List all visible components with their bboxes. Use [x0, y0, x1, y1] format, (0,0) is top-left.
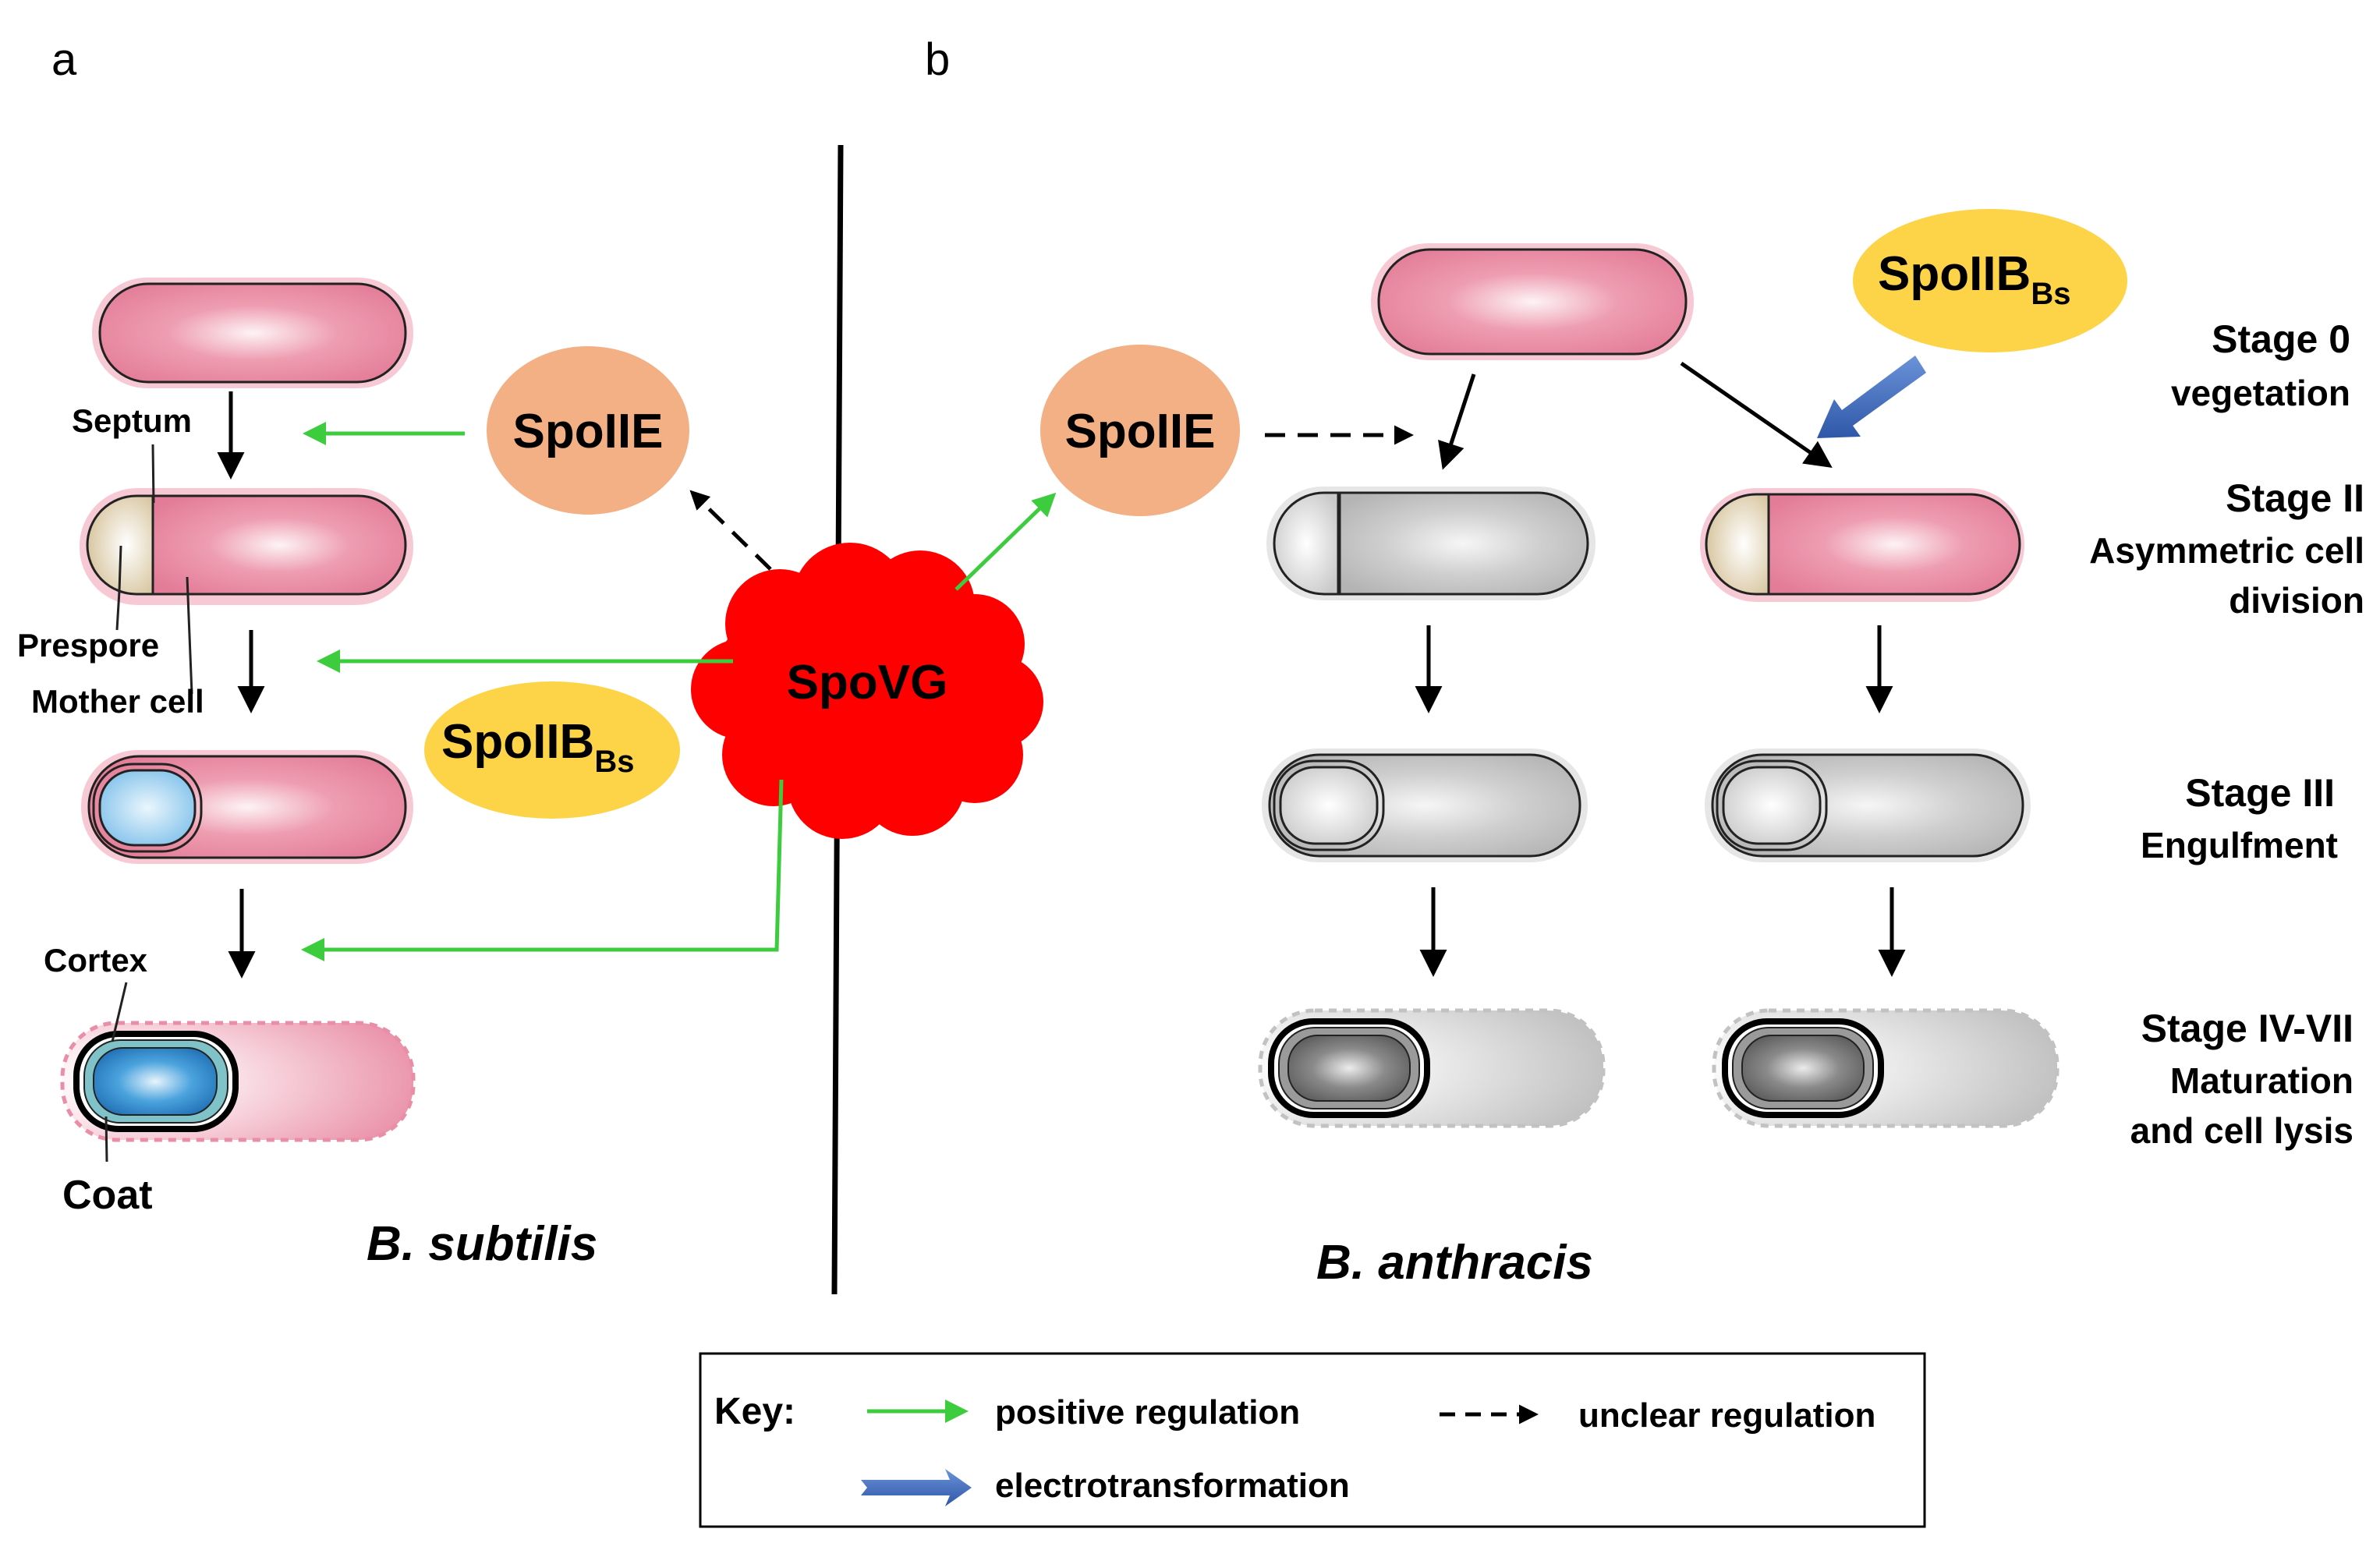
cell-a-asymmetric — [80, 488, 413, 605]
cell-b-vegetative — [1371, 243, 1694, 360]
svg-text:SpoIIBBs: SpoIIBBs — [1878, 247, 2070, 311]
stage-name: Stage III — [2185, 771, 2335, 815]
stage-name: Stage IV-VII — [2141, 1007, 2353, 1050]
septum-pointer — [151, 444, 155, 504]
stage-desc: vegetation — [2171, 373, 2350, 413]
legend-electro-swatch — [861, 1469, 972, 1506]
label-coat: Coat — [62, 1173, 153, 1218]
stage-desc: and cell lysis — [2130, 1110, 2353, 1151]
stage-iii-label: Stage III Engulfment — [2141, 771, 2338, 865]
spoiib-subscript-a: Bs — [594, 745, 634, 779]
species-label-a: B. subtilis — [367, 1217, 597, 1271]
unclear-arrow — [689, 490, 772, 571]
label-mother-cell: Mother cell — [31, 683, 204, 720]
spoiie-node-b — [1040, 345, 1240, 516]
coat-pointer — [104, 1116, 108, 1163]
label-cortex: Cortex — [44, 942, 148, 979]
stage-ii-label: Stage II Asymmetric cell division — [2089, 476, 2364, 621]
stage-iv-vii-label: Stage IV-VII Maturation and cell lysis — [2130, 1007, 2353, 1151]
cell-b-asymmetric-grey — [1266, 487, 1596, 600]
spovg-node: SpoVG — [691, 543, 1043, 839]
label-prespore: Prespore — [17, 627, 159, 664]
stage-0-label: Stage 0 vegetation — [2171, 317, 2350, 413]
panel-label-b: b — [925, 34, 950, 85]
spoiie-label-a: SpoIIE — [513, 405, 664, 458]
svg-text:SpoIIBBs: SpoIIBBs — [441, 715, 634, 779]
stage-name: Stage II — [2226, 476, 2364, 520]
panel-label-a: a — [51, 34, 77, 85]
cell-a-vegetative — [92, 278, 413, 388]
spovg-label: SpoVG — [787, 656, 948, 710]
cell-b-engulfment-1 — [1262, 748, 1588, 862]
stage-name: Stage 0 — [2212, 317, 2350, 361]
legend-box: Key: positive regulation unclear regulat… — [699, 1352, 1926, 1528]
spoiie-node-a — [487, 346, 689, 515]
positive-arrow — [954, 492, 1057, 591]
stage-desc: division — [2229, 580, 2364, 621]
cell-b-maturation-1 — [1258, 1008, 1606, 1128]
positive-arrow — [301, 779, 784, 961]
cell-a-engulfment — [81, 750, 413, 864]
legend-positive-label: positive regulation — [995, 1393, 1300, 1432]
stage-desc: Engulfment — [2141, 825, 2338, 865]
cell-b-engulfment-2 — [1705, 748, 2031, 862]
stage-desc: Maturation — [2170, 1060, 2353, 1101]
spoiib-label-b: SpoIIB — [1878, 247, 2031, 301]
progress-arrow — [1680, 361, 1833, 468]
cell-b-maturation-2 — [1712, 1008, 2059, 1128]
label-septum: Septum — [72, 402, 192, 439]
spoiib-node-b: SpoIIBBs — [1853, 209, 2127, 352]
cell-b-asymmetric-pink — [1700, 488, 2024, 602]
mother-cell-pointer — [186, 576, 193, 695]
species-label-b: B. anthracis — [1316, 1236, 1593, 1290]
legend-unclear-label: unclear regulation — [1578, 1396, 1875, 1435]
cell-a-maturation — [60, 1021, 416, 1142]
legend-title: Key: — [714, 1391, 795, 1432]
electrotransformation-arrow — [1817, 356, 1926, 438]
legend-electro-label: electrotransformation — [995, 1467, 1350, 1505]
spoiie-label-b: SpoIIE — [1065, 405, 1216, 458]
spoiib-label-a: SpoIIB — [441, 715, 594, 769]
progress-arrow — [1438, 373, 1476, 470]
prespore-pointer — [115, 545, 122, 631]
spoiib-subscript-b: Bs — [2031, 277, 2070, 311]
spoiib-node-a: SpoIIBBs — [424, 681, 680, 819]
stage-desc: Asymmetric cell — [2089, 530, 2364, 571]
cortex-pointer — [111, 982, 128, 1042]
